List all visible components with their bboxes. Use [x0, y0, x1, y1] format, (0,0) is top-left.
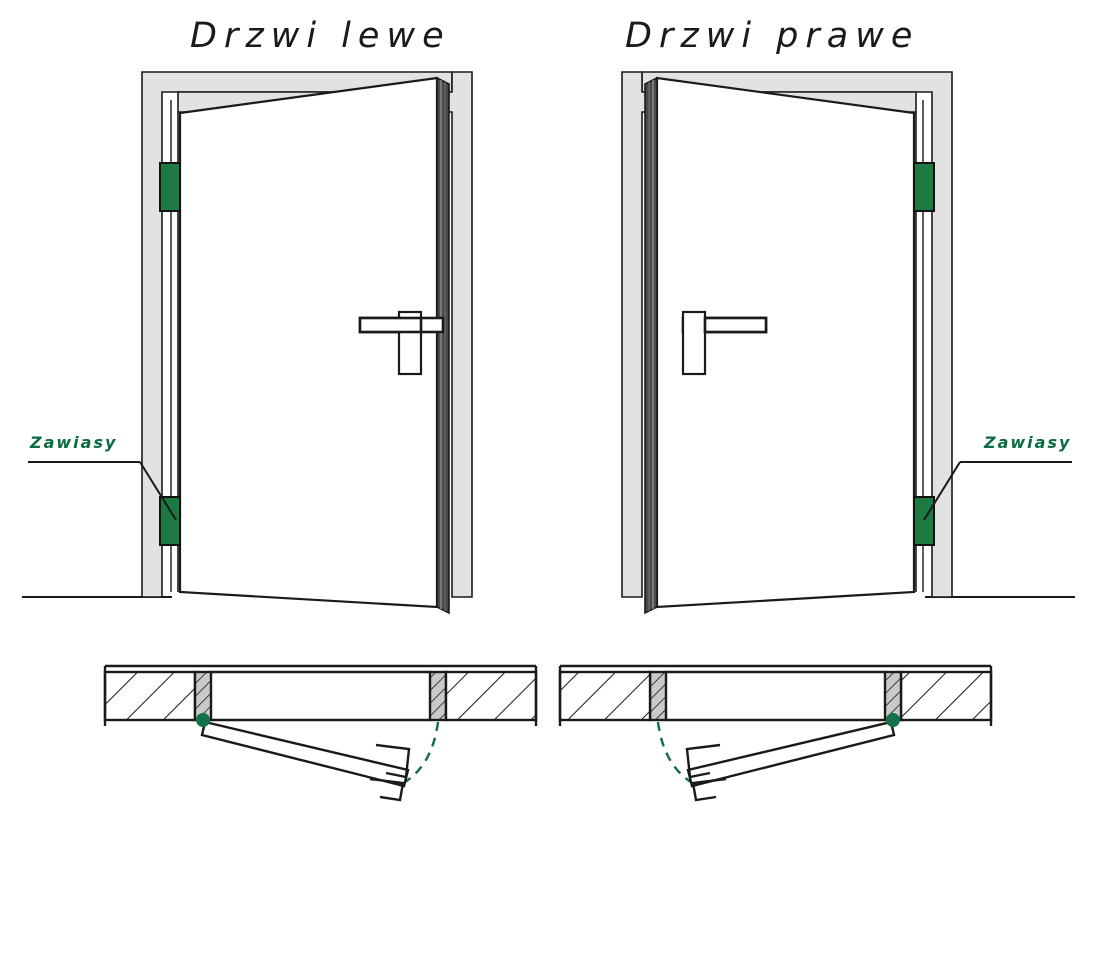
plan-wall-right-far	[558, 670, 652, 722]
plan-strike-jamb-right	[648, 670, 668, 722]
plan-jamb-left	[193, 670, 213, 722]
hinge-bottom-left	[159, 496, 181, 546]
handle-lever-front-right	[703, 316, 768, 334]
plan-wall-right-near	[899, 670, 993, 722]
plan-jamb-right	[883, 670, 903, 722]
panel-right-elevation: Zawiasy	[621, 71, 1075, 615]
plan-pivot-left	[196, 713, 210, 727]
door-handle-left	[358, 310, 445, 376]
handle-escutcheon-right	[681, 310, 707, 376]
door-handle-right	[681, 310, 768, 376]
plan-door-leaf-right	[686, 720, 896, 788]
plan-pivot-right	[886, 713, 900, 727]
hinge-top-left	[159, 162, 181, 212]
plan-handle-bracket-lower-right	[691, 777, 727, 802]
panel-right-plan	[558, 664, 993, 802]
panel-title-left: Drzwi lewe	[190, 16, 451, 56]
plan-door-leaf-left	[200, 720, 410, 788]
callout-leader-diagonal-left	[139, 461, 177, 521]
plan-handle-left	[369, 743, 411, 802]
panel-title-right: Drzwi prawe	[625, 16, 919, 56]
plan-handle-bracket-upper-left	[375, 743, 411, 779]
plan-handle-bracket-lower-left	[369, 777, 405, 802]
panel-left-plan	[103, 664, 538, 802]
callout-label-right: Zawiasy	[983, 433, 1071, 452]
plan-wall-left-near	[103, 670, 197, 722]
callout-right: Zawiasy	[923, 433, 1072, 521]
door-leaf-edge-left	[436, 76, 450, 615]
plan-handle-bracket-upper-right	[685, 743, 721, 779]
handle-lever-front-left	[358, 316, 423, 334]
hinge-top-right	[913, 162, 935, 212]
hinge-bottom-right	[913, 496, 935, 546]
callout-leader-diagonal-right	[923, 461, 961, 521]
plan-strike-jamb-left	[428, 670, 448, 722]
callout-label-left: Zawiasy	[29, 433, 117, 452]
plan-handle-right	[685, 743, 727, 802]
callout-left: Zawiasy	[28, 433, 177, 521]
door-leaf-edge-right	[644, 76, 658, 615]
plan-wall-left-far	[444, 670, 538, 722]
panel-left-elevation: Zawiasy	[22, 71, 473, 615]
